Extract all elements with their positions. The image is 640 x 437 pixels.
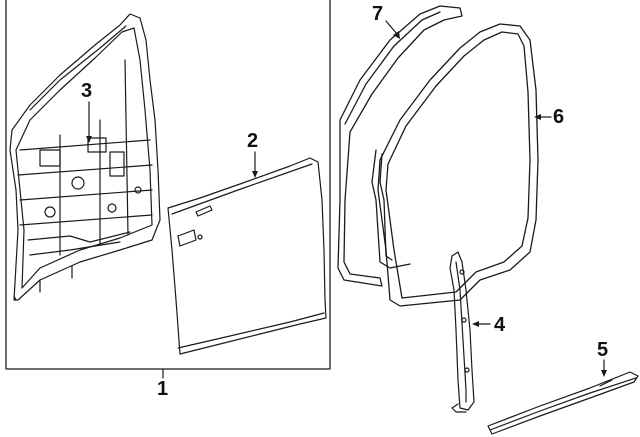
callout-7: 7 <box>372 3 384 25</box>
leader-7 <box>385 20 398 35</box>
callout-2: 2 <box>247 130 259 152</box>
door-frame-part-1 <box>9 13 161 301</box>
callout-3: 3 <box>81 80 93 102</box>
sill-strip-part-5 <box>487 371 639 435</box>
callout-1: 1 <box>157 378 169 400</box>
part-1-box <box>5 0 331 370</box>
door-panel-part-2 <box>167 157 327 355</box>
callout-4: 4 <box>494 314 506 336</box>
pillar-seal-part-4 <box>449 251 475 413</box>
weatherstrip-part-6 <box>371 23 539 307</box>
weatherstrip-part-7 <box>337 5 463 287</box>
callout-6: 6 <box>553 106 565 128</box>
callout-5: 5 <box>597 339 609 361</box>
